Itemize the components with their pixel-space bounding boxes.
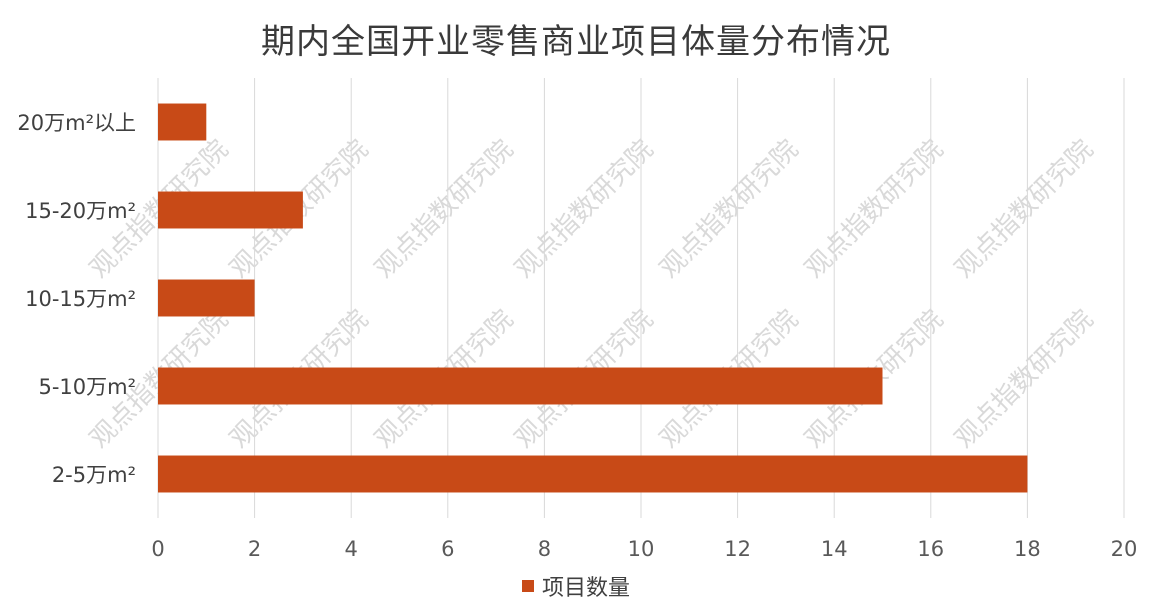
x-tick-label: 18: [1014, 537, 1041, 561]
category-label: 5-10万m²: [38, 375, 136, 399]
category-label: 20万m²以上: [17, 111, 136, 135]
bar-0: [158, 103, 207, 141]
x-tick-label: 16: [917, 537, 944, 561]
x-tick-label: 8: [538, 537, 551, 561]
x-tick-label: 10: [628, 537, 655, 561]
watermark-text: 观点指数研究院: [949, 304, 1099, 454]
watermark-text: 观点指数研究院: [654, 134, 804, 284]
x-tick-label: 20: [1111, 537, 1138, 561]
x-tick-label: 4: [345, 537, 358, 561]
x-tick-labels: 0 2 4 6 8 10 12 14 16 18 20: [151, 537, 1137, 561]
watermark-text: 观点指数研究院: [509, 134, 659, 284]
category-label: 10-15万m²: [25, 287, 136, 311]
category-label: 15-20万m²: [25, 199, 136, 223]
watermark-text: 观点指数研究院: [369, 134, 519, 284]
category-labels: 20万m²以上 15-20万m² 10-15万m² 5-10万m² 2-5万m²: [17, 111, 136, 487]
category-label: 2-5万m²: [52, 463, 136, 487]
x-tick-label: 2: [248, 537, 261, 561]
legend-label: 项目数量: [541, 576, 630, 601]
bar-3: [158, 367, 883, 405]
chart-title: 期内全国开业零售商业项目体量分布情况: [261, 22, 891, 62]
legend: 项目数量: [0, 570, 1152, 602]
legend-swatch: [521, 580, 534, 592]
x-tick-label: 6: [441, 537, 454, 561]
watermark-text: 观点指数研究院: [949, 134, 1099, 284]
bar-1: [158, 191, 303, 229]
watermark-text: 观点指数研究院: [799, 134, 949, 284]
bars-group: [158, 103, 1028, 493]
x-tick-label: 14: [821, 537, 848, 561]
x-tick-label: 12: [724, 537, 751, 561]
bar-2: [158, 279, 255, 317]
bar-4: [158, 455, 1028, 493]
x-tick-label: 0: [151, 537, 164, 561]
